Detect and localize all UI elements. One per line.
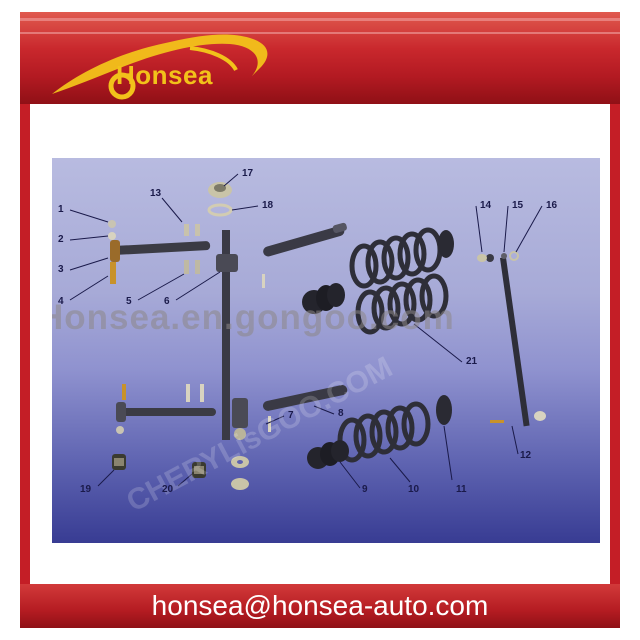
callout-15: 15 [512, 200, 524, 211]
callout-9: 9 [362, 484, 368, 495]
header-stripe [20, 32, 620, 34]
frame-border-right [610, 104, 620, 584]
callout-21: 21 [466, 356, 478, 367]
bushing-20 [192, 462, 206, 478]
bolts-13 [184, 224, 200, 274]
dust-boot-upper [302, 283, 345, 314]
callout-5: 5 [126, 296, 132, 307]
callout-3: 3 [58, 264, 64, 275]
callout-17: 17 [242, 168, 254, 179]
coil-spring-lower-assembly [337, 401, 431, 463]
callout-leaders [69, 173, 543, 489]
callout-6: 6 [164, 296, 170, 307]
washers-lower [231, 456, 249, 490]
top-mount-17 [207, 182, 233, 217]
callout-13: 13 [150, 188, 162, 199]
brand-name: Honsea [116, 60, 213, 90]
spring-seat-lower [436, 395, 452, 425]
coil-spring-lower [355, 273, 449, 335]
stabilizer-link-12 [486, 254, 546, 427]
callout-20: 20 [162, 484, 174, 495]
callout-7: 7 [288, 410, 294, 421]
callout-1: 1 [58, 204, 64, 215]
upper-control-arm [108, 220, 211, 284]
spring-seat-upper [438, 230, 454, 258]
callout-12: 12 [520, 450, 532, 461]
washers-14-16 [477, 251, 519, 262]
header-stripe [20, 18, 620, 21]
parts-diagram: Honsea.en.gongoo.com CHERYLisGOO.COM 1 2… [52, 158, 600, 543]
header-banner: Honsea [20, 12, 620, 104]
callout-19: 19 [80, 484, 92, 495]
shock-absorber-upper [262, 222, 347, 288]
contact-email[interactable]: honsea@honsea-auto.com [151, 590, 489, 621]
callout-10: 10 [408, 484, 420, 495]
callout-8: 8 [338, 408, 344, 419]
callout-18: 18 [262, 200, 274, 211]
callout-14: 14 [480, 200, 492, 211]
frame-border-left [20, 104, 30, 584]
shock-absorber-lower [262, 385, 348, 432]
bushing-19 [112, 454, 126, 470]
callout-4: 4 [58, 296, 64, 307]
dust-boot-lower [307, 440, 349, 469]
lower-control-arm [116, 384, 216, 434]
car-logo-icon [52, 34, 268, 100]
suspension-parts-svg [69, 173, 546, 490]
steering-knuckle [216, 230, 248, 440]
watermark-main: Honsea.en.gongoo.com [52, 298, 455, 337]
callout-2: 2 [58, 234, 64, 245]
footer-banner: honsea@honsea-auto.com [20, 584, 620, 628]
callout-16: 16 [546, 200, 558, 211]
callout-11: 11 [456, 484, 467, 495]
